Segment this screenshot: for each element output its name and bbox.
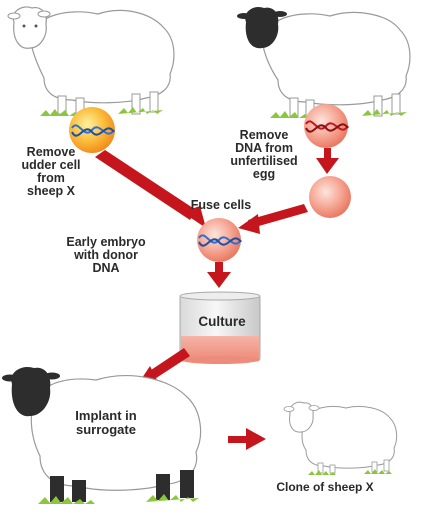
label-line: unfertilised — [230, 154, 298, 168]
arrow-right-icon — [228, 428, 266, 450]
egg-donor-sheep-icon — [237, 6, 411, 118]
label-line: with donor — [74, 248, 138, 262]
fuse-cells-label: Fuse cells — [190, 198, 252, 212]
embryo-icon — [197, 218, 242, 262]
culture-label: Culture — [198, 314, 246, 329]
udder-cell-icon — [69, 107, 115, 153]
remove-dna-label: Remove DNA from unfertilised egg — [218, 129, 310, 181]
sheep-x-icon — [7, 6, 175, 116]
early-embryo-label: Early embryo with donor DNA — [58, 236, 154, 275]
label-line: DNA from — [235, 141, 293, 155]
label-line: from — [37, 171, 65, 185]
remove-udder-cell-label: Remove udder cell from sheep X — [8, 146, 94, 198]
label-line: Early embryo — [66, 235, 146, 249]
label-line: Implant in — [75, 408, 137, 423]
culture-beaker-icon — [179, 291, 261, 364]
arrow-down-icon — [316, 148, 339, 174]
enucleated-egg-icon — [309, 176, 351, 218]
clone-sheep-icon — [283, 401, 398, 475]
arrow-left-icon — [238, 204, 308, 234]
clone-label: Clone of sheep X — [276, 480, 374, 494]
label-line: sheep X — [27, 184, 75, 198]
arrow-down-culture-icon — [207, 262, 231, 288]
label-line: Remove — [26, 145, 76, 159]
label-line: egg — [252, 167, 276, 181]
arrow-diagonal-icon — [95, 150, 206, 228]
label-line: Remove — [239, 128, 289, 142]
egg-with-dna-icon — [304, 104, 349, 148]
label-line: udder cell — [21, 158, 81, 172]
implant-label: Implant in surrogate — [60, 409, 152, 437]
surrogate-sheep-icon — [2, 366, 202, 504]
label-line: DNA — [92, 261, 120, 275]
label-line: surrogate — [76, 422, 136, 437]
